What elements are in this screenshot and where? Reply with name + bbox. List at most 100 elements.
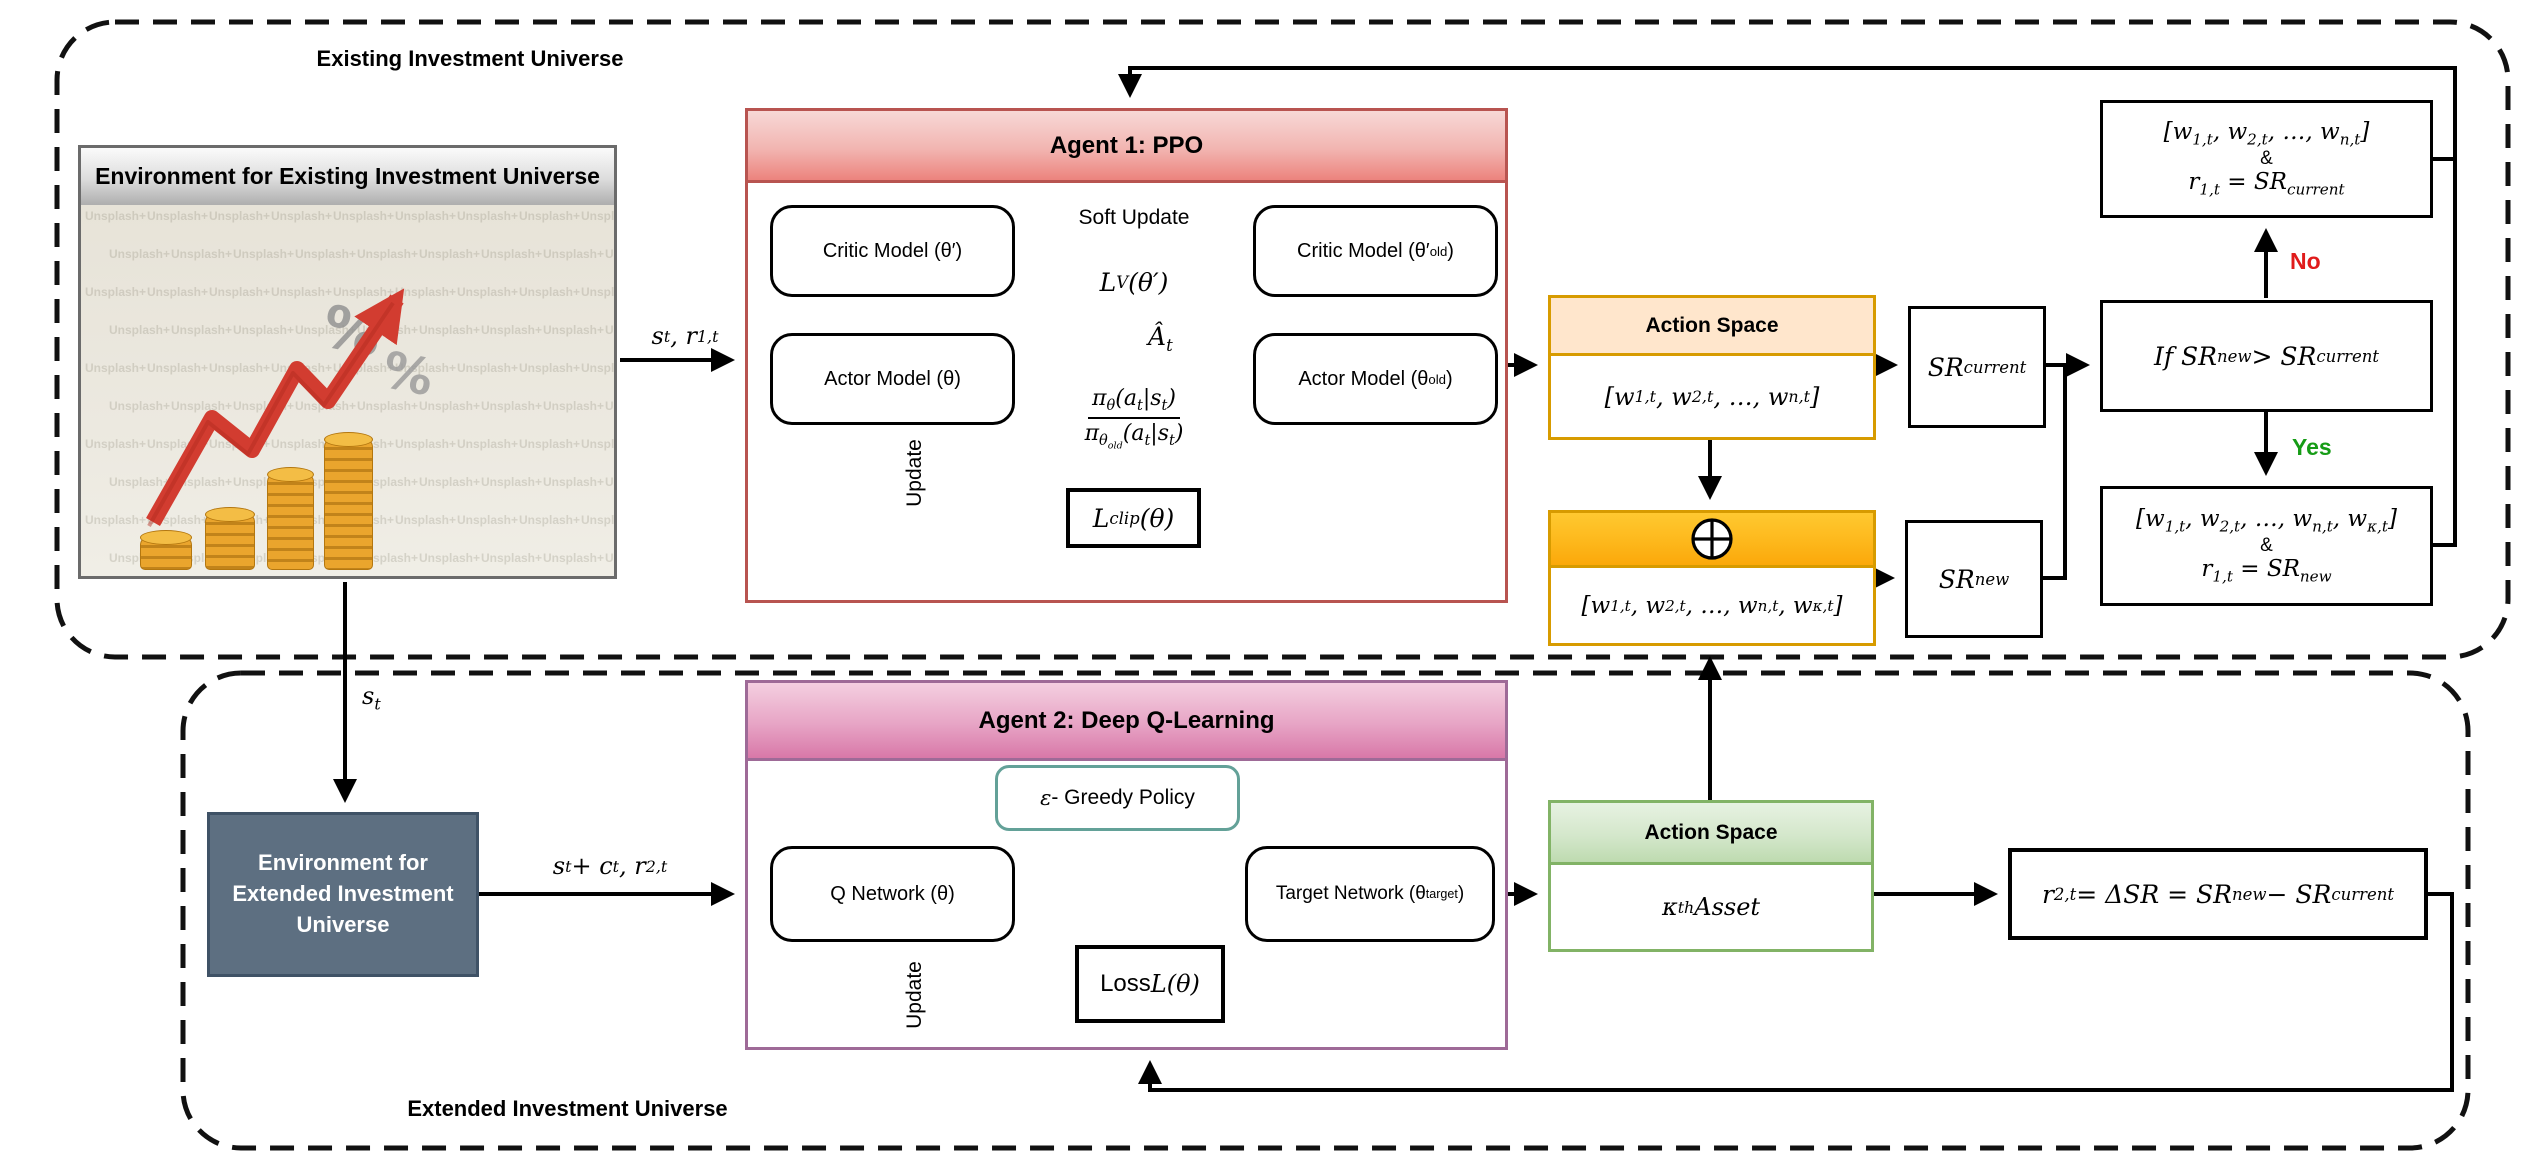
watermark-text: Unsplash+ (519, 513, 581, 527)
watermark-text: Unsplash+ (419, 247, 481, 261)
watermark-text: Unsplash+ (271, 209, 333, 223)
watermark-text: Unsplash+ (333, 209, 395, 223)
watermark-text: Unsplash+ (481, 475, 543, 489)
watermark-text: Unsplash+ (271, 285, 333, 299)
env-existing-title: Environment for Existing Investment Univ… (81, 148, 614, 208)
coin-stack-icon (267, 467, 314, 570)
agent1-title: Agent 1: PPO (748, 111, 1505, 183)
watermark-text: Unsplash+ (581, 513, 614, 527)
watermark-text: Unsplash+ (457, 209, 519, 223)
watermark-text: Unsplash+ (457, 361, 519, 375)
coin-stack-icon (324, 432, 373, 570)
advantage-label: Ât (1148, 322, 1173, 355)
watermark-text: Unsplash+ (171, 247, 233, 261)
watermark-text: Unsplash+ (85, 513, 147, 527)
outcome-yes-box: [w1,t, w2,t, …, wn,t, wκ,t] & r1,t = SRn… (2100, 486, 2433, 606)
ampersand: & (2260, 147, 2273, 169)
action-space-ppo-title: Action Space (1551, 298, 1873, 356)
solid-connectors (333, 66, 2457, 1092)
policy-ratio-numerator: πθ(at|st) (1088, 386, 1180, 419)
watermark-text: Unsplash+ (85, 285, 147, 299)
watermark-text: Unsplash+ (147, 285, 209, 299)
watermark-text: Unsplash+ (581, 361, 614, 375)
env-existing-box: Environment for Existing Investment Univ… (78, 145, 617, 579)
watermark-text: Unsplash+ (481, 247, 543, 261)
watermark-text: Unsplash+ (605, 399, 614, 413)
watermark-text: Unsplash+ (295, 323, 357, 337)
oplus-icon (1691, 518, 1733, 560)
watermark-text: Unsplash+ (543, 475, 605, 489)
watermark-text: Unsplash+ (395, 285, 457, 299)
q-update-label: Update (903, 961, 926, 1029)
watermark-text: Unsplash+ (419, 399, 481, 413)
outcome-no-weights: [w1,t, w2,t, …, wn,t] (2163, 119, 2370, 149)
watermark-text: Unsplash+ (581, 437, 614, 451)
watermark-text: Unsplash+ (519, 437, 581, 451)
watermark-text: Unsplash+ (481, 551, 543, 565)
outcome-yes-reward: r1,t = SRnew (2201, 556, 2332, 586)
watermark-text: Unsplash+ (85, 361, 147, 375)
coin-stack-icon (205, 507, 255, 570)
loss-math: L(θ) (1150, 970, 1200, 998)
ampersand: & (2260, 534, 2273, 556)
watermark-text: Unsplash+ (395, 513, 457, 527)
policy-ratio-denominator: πθold(at|st) (1084, 420, 1184, 452)
watermark-text: Unsplash+ (395, 437, 457, 451)
watermark-text: Unsplash+ (543, 551, 605, 565)
soft-update-label: Soft Update (1078, 206, 1190, 229)
watermark-text: Unsplash+ (543, 323, 605, 337)
watermark-text: Unsplash+ (481, 323, 543, 337)
watermark-text: Unsplash+ (209, 209, 271, 223)
watermark-text: Unsplash+ (605, 551, 614, 565)
watermark-text: Unsplash+ (457, 513, 519, 527)
watermark-text: Unsplash+ (171, 399, 233, 413)
extended-universe-container (180, 670, 2471, 1151)
watermark-text: Unsplash+ (295, 247, 357, 261)
policy-ratio: πθ(at|st) πθold(at|st) (1034, 386, 1234, 451)
watermark-text: Unsplash+ (581, 209, 614, 223)
critic-model-old-box: Critic Model (θ′old) (1253, 205, 1498, 297)
watermark-text: Unsplash+ (85, 209, 147, 223)
watermark-text: Unsplash+ (605, 475, 614, 489)
watermark-text: Unsplash+ (419, 323, 481, 337)
watermark-text: Unsplash+ (147, 361, 209, 375)
watermark-text: Unsplash+ (357, 247, 419, 261)
existing-universe-container (54, 19, 2511, 660)
epsilon-symbol: ε (1040, 786, 1052, 810)
agent2-title: Agent 2: Deep Q-Learning (748, 683, 1505, 761)
state-label: st (362, 682, 381, 714)
existing-universe-label: Existing Investment Universe (316, 46, 624, 71)
watermark-text: Unsplash+ (357, 399, 419, 413)
watermark-text: Unsplash+ (605, 247, 614, 261)
yes-branch-label: Yes (2292, 434, 2332, 460)
critic-model-box: Critic Model (θ′) (770, 205, 1015, 297)
watermark-text: Unsplash+ (543, 247, 605, 261)
outcome-no-box: [w1,t, w2,t, …, wn,t] & r1,t = SRcurrent (2100, 100, 2433, 218)
watermark-text: Unsplash+ (233, 323, 295, 337)
watermark-text: Unsplash+ (85, 437, 147, 451)
q-network-box: Q Network (θ) (770, 846, 1015, 942)
watermark-text: Unsplash+ (109, 475, 171, 489)
actor-update-label: Update (903, 439, 926, 507)
coin-stack-icon (140, 530, 192, 570)
no-branch-label: No (2290, 248, 2321, 274)
watermark-text: Unsplash+ (109, 323, 171, 337)
env-extended-box: Environment for Extended Investment Univ… (207, 812, 479, 977)
watermark-text: Unsplash+ (109, 399, 171, 413)
watermark-text: Unsplash+ (419, 551, 481, 565)
watermark-text: Unsplash+ (171, 323, 233, 337)
watermark-text: Unsplash+ (519, 361, 581, 375)
watermark-text: Unsplash+ (395, 209, 457, 223)
